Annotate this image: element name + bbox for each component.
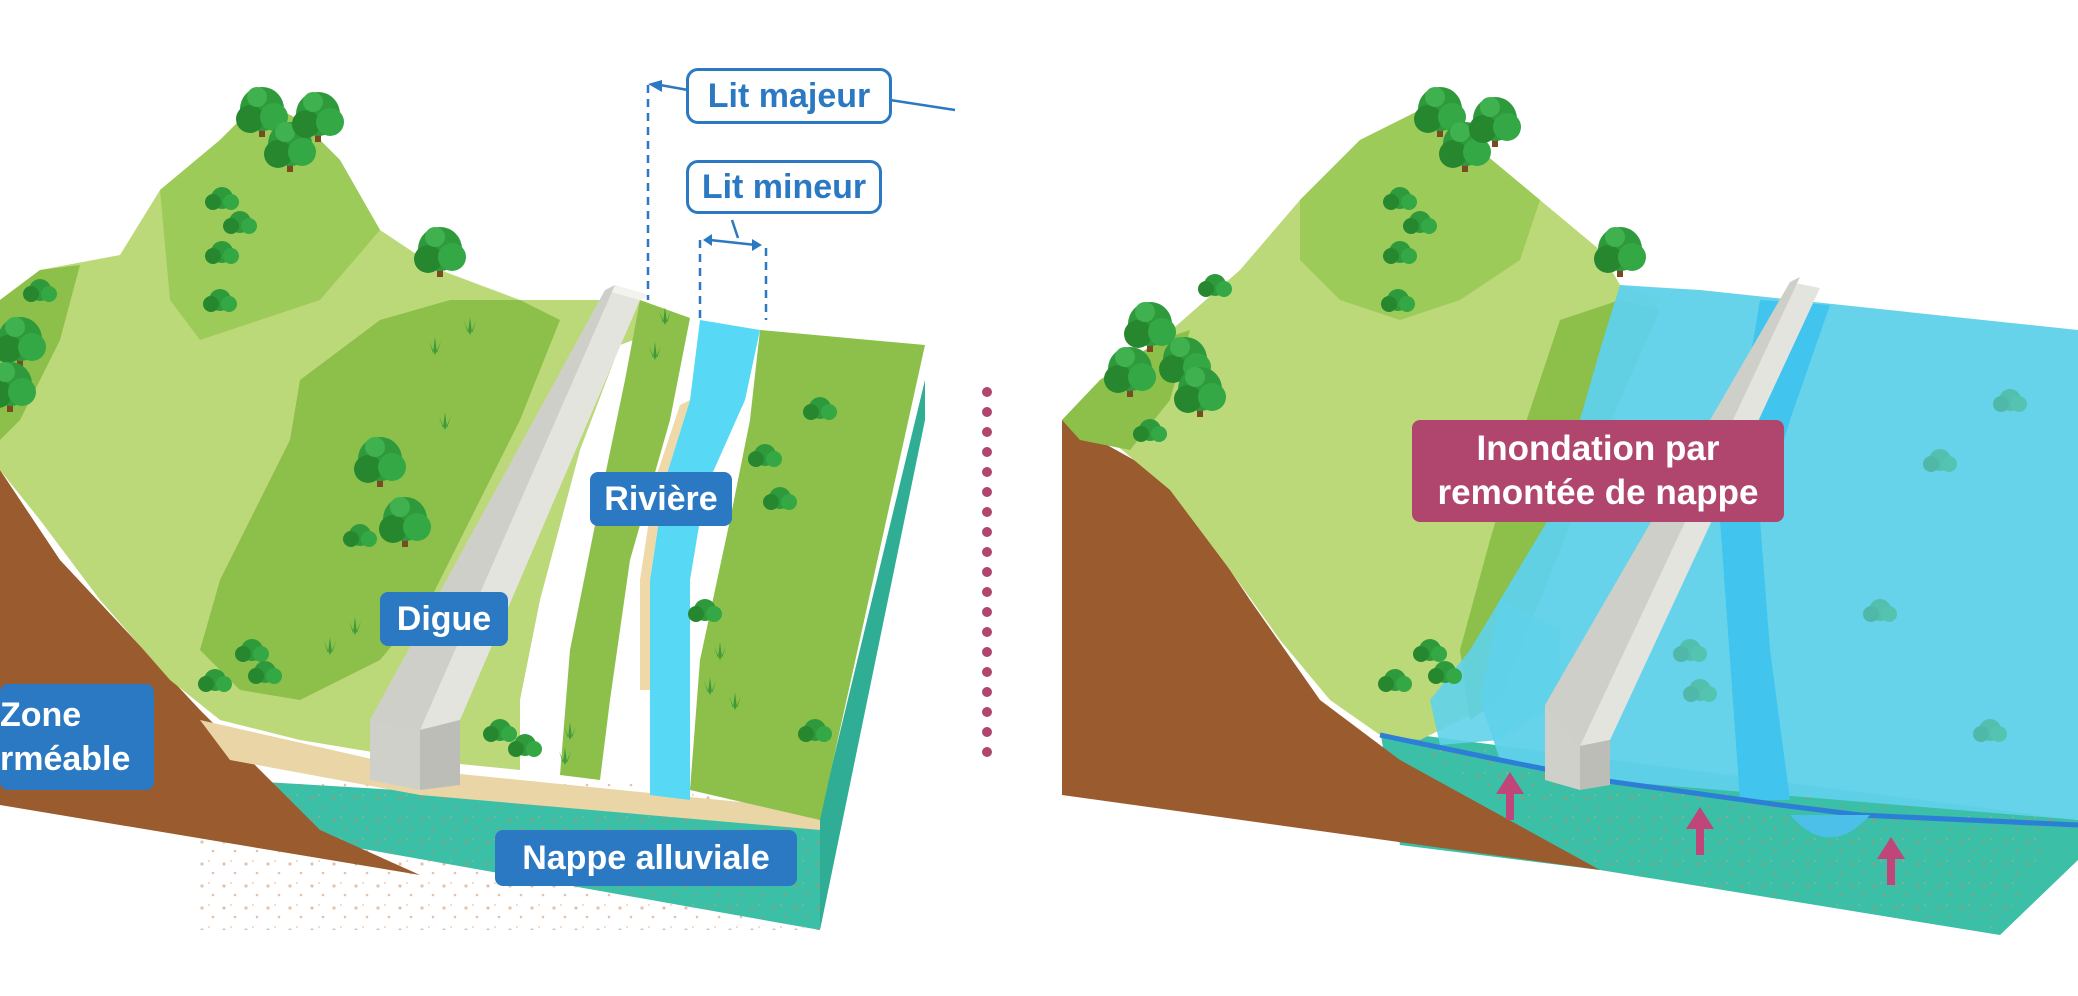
- dotted-divider: [982, 387, 992, 757]
- inondation-label: Inondation par remontée de nappe: [1412, 420, 1784, 522]
- inondation-label-line1: Inondation par: [1476, 429, 1720, 469]
- up-arrow-icon: [1496, 772, 1524, 820]
- zone-label-line1: Zone: [0, 695, 82, 734]
- lit-mineur-dimension: [698, 219, 768, 320]
- rising-water-arrows: [1496, 772, 1905, 885]
- lit-majeur-label: Lit majeur: [686, 68, 892, 124]
- lit-majeur-dimension: [646, 80, 956, 300]
- zone-label: Zone rméable: [0, 684, 154, 790]
- lit-mineur-label: Lit mineur: [686, 160, 882, 214]
- digue-label: Digue: [380, 592, 508, 646]
- up-arrow-icon: [1686, 807, 1714, 855]
- nappe-alluviale-label: Nappe alluviale: [495, 830, 797, 886]
- zone-label-line2: rméable: [0, 740, 131, 778]
- soil-layer-right: [1062, 420, 1600, 870]
- riviere-label: Rivière: [590, 472, 732, 526]
- inondation-label-line2: remontée de nappe: [1437, 473, 1759, 512]
- up-arrow-icon: [1877, 837, 1905, 885]
